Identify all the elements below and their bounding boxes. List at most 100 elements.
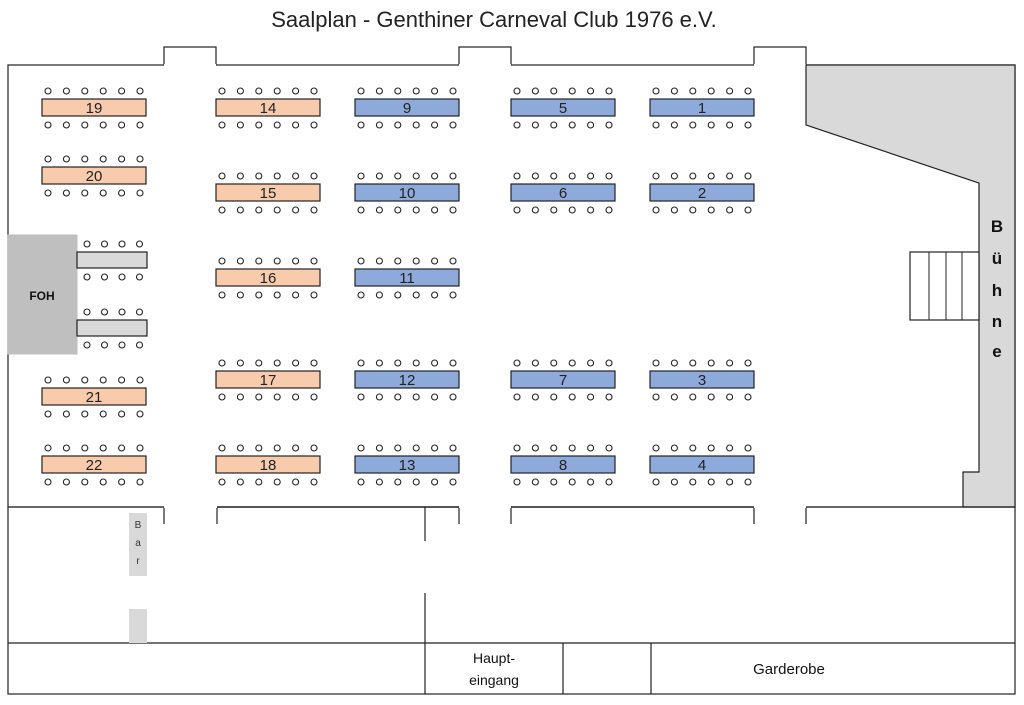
table-4[interactable]: 4 [649, 444, 755, 486]
chair [568, 444, 576, 452]
foh-area [7, 234, 78, 355]
table-1[interactable]: 1 [649, 87, 755, 129]
table-5[interactable]: 5 [510, 87, 616, 129]
chair [255, 291, 263, 299]
table-20[interactable]: 20 [41, 155, 147, 197]
chair [375, 172, 383, 180]
chair [394, 87, 402, 95]
foh-table[interactable] [76, 308, 148, 349]
table-21[interactable]: 21 [41, 376, 147, 418]
table-number: 9 [403, 100, 411, 117]
table-number: 4 [698, 457, 706, 474]
chair [513, 121, 521, 129]
chair [531, 359, 539, 367]
table-8[interactable]: 8 [510, 444, 616, 486]
chair [394, 257, 402, 265]
chair [236, 172, 244, 180]
chair [81, 444, 89, 452]
table-number: 20 [86, 168, 103, 185]
chair [726, 444, 734, 452]
table-number: 21 [86, 389, 103, 406]
lower-walls [7, 506, 1016, 695]
chair [412, 87, 420, 95]
chair [273, 444, 281, 452]
chair [236, 393, 244, 401]
table-11[interactable]: 11 [354, 257, 460, 299]
chair [292, 393, 300, 401]
chair [136, 121, 144, 129]
chair [394, 121, 402, 129]
chair [44, 121, 52, 129]
chair [744, 478, 752, 486]
table-9[interactable]: 9 [354, 87, 460, 129]
table-15[interactable]: 15 [215, 172, 321, 214]
chair [357, 393, 365, 401]
table-22[interactable]: 22 [41, 444, 147, 486]
chair [292, 359, 300, 367]
chair [310, 172, 318, 180]
svg-text:B: B [135, 520, 142, 531]
chair [273, 359, 281, 367]
table-number: 7 [559, 372, 567, 389]
table-16[interactable]: 16 [215, 257, 321, 299]
chair [375, 87, 383, 95]
table-2[interactable]: 2 [649, 172, 755, 214]
chair [218, 121, 226, 129]
chair [605, 172, 613, 180]
chair [707, 393, 715, 401]
table-13[interactable]: 13 [354, 444, 460, 486]
svg-text:e: e [992, 342, 1001, 361]
table-3[interactable]: 3 [649, 359, 755, 401]
chair [99, 189, 107, 197]
chair [587, 478, 595, 486]
chair [394, 444, 402, 452]
table-10[interactable]: 10 [354, 172, 460, 214]
table-surface [649, 98, 755, 117]
chair [357, 291, 365, 299]
chair [375, 478, 383, 486]
chair [81, 155, 89, 163]
chair [707, 444, 715, 452]
chair [218, 393, 226, 401]
table-17[interactable]: 17 [215, 359, 321, 401]
foh-table[interactable] [76, 240, 148, 281]
chair [99, 87, 107, 95]
chair [412, 206, 420, 214]
table-7[interactable]: 7 [510, 359, 616, 401]
chair [394, 478, 402, 486]
svg-text:ü: ü [992, 249, 1002, 268]
table-number: 16 [260, 270, 277, 287]
table-12[interactable]: 12 [354, 359, 460, 401]
chair [449, 87, 457, 95]
chair [550, 359, 558, 367]
chair [44, 189, 52, 197]
table-6[interactable]: 6 [510, 172, 616, 214]
chair [513, 87, 521, 95]
table-14[interactable]: 14 [215, 87, 321, 129]
table-18[interactable]: 18 [215, 444, 321, 486]
table-surface [354, 183, 460, 202]
chair [292, 257, 300, 265]
chair [513, 393, 521, 401]
stage-stairs [909, 251, 980, 321]
chair [531, 121, 539, 129]
chair [449, 478, 457, 486]
chair [136, 155, 144, 163]
window-niche [458, 46, 512, 66]
table-surface [41, 98, 147, 117]
table-number: 5 [559, 100, 567, 117]
chair [652, 444, 660, 452]
chair [689, 478, 697, 486]
table-number: 15 [260, 185, 277, 202]
table-surface [76, 319, 148, 337]
chair [118, 273, 126, 281]
chair [412, 121, 420, 129]
table-number: 8 [559, 457, 567, 474]
table-19[interactable]: 19 [41, 87, 147, 129]
chair [292, 291, 300, 299]
chair [670, 478, 678, 486]
chair [136, 410, 144, 418]
main-entrance-label: Haupt- [473, 650, 515, 666]
chair [99, 410, 107, 418]
